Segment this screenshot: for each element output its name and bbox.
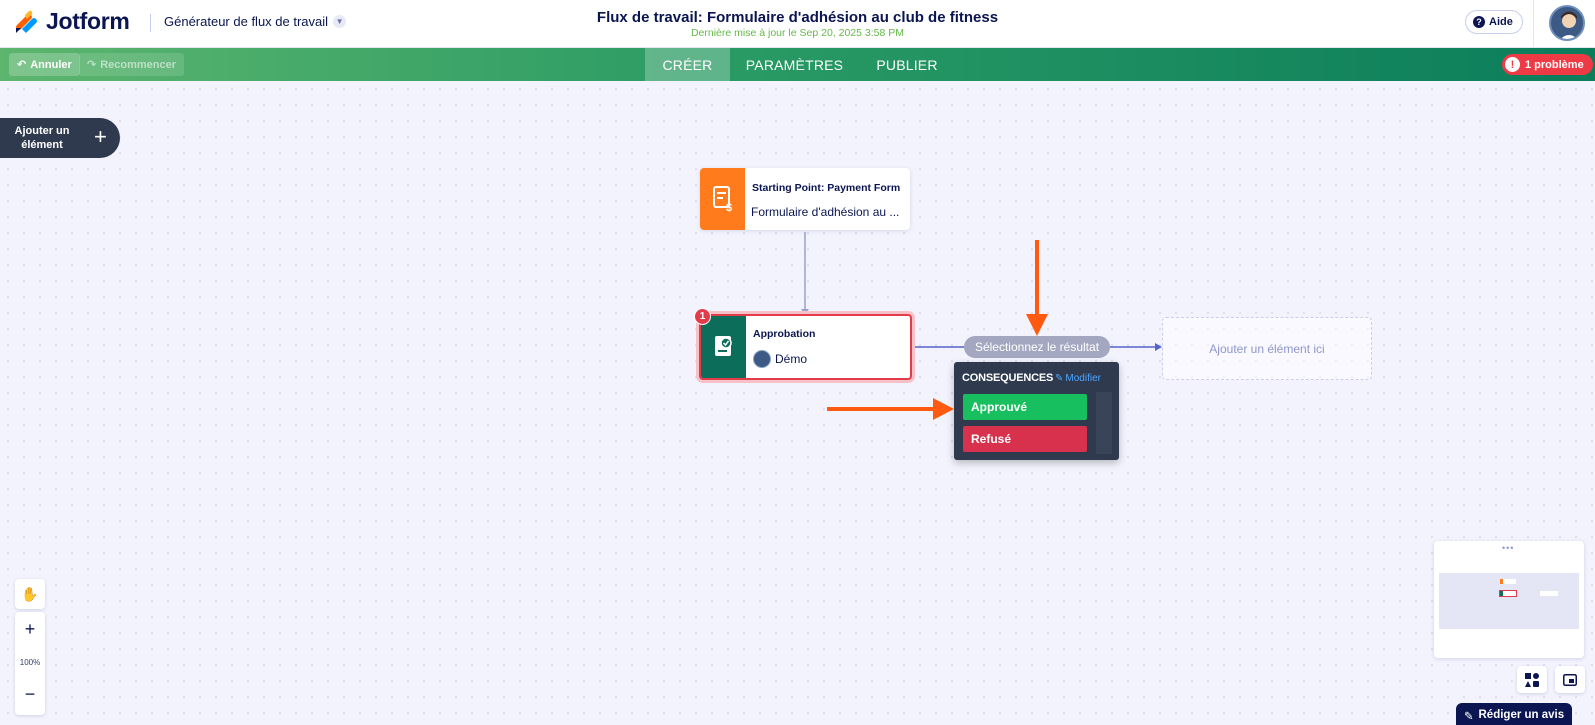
hand-icon: ✋ <box>21 585 39 602</box>
minimap-placeholder-node <box>1540 591 1558 596</box>
pencil-icon: ✎ <box>1055 373 1064 384</box>
zoom-level: 100% <box>19 658 41 667</box>
approval-node[interactable]: Approbation Démo <box>699 314 912 380</box>
minimap[interactable]: ••• <box>1434 541 1584 658</box>
builder-toolbar: ↶ Annuler ↷ Recommencer CRÉER PARAMÈTRES… <box>0 48 1595 81</box>
tab-creer[interactable]: CRÉER <box>645 48 730 81</box>
outcome-rejected[interactable]: Refusé <box>963 426 1087 452</box>
builder-select[interactable]: Générateur de flux de travail ▼ <box>164 14 347 29</box>
zoom-out-button[interactable]: − <box>24 684 36 704</box>
approval-assignee: Démo <box>775 352 808 366</box>
undo-label: Annuler <box>30 58 72 71</box>
edit-outcomes-link[interactable]: ✎ Modifier <box>1055 373 1101 384</box>
start-node-form-name: Formulaire d'adhésion au ... <box>751 205 900 219</box>
chevron-down-icon: ▼ <box>333 15 347 28</box>
redo-label: Recommencer <box>100 58 177 71</box>
payment-form-icon-tile: $ <box>700 168 745 230</box>
avatar[interactable] <box>1549 5 1585 41</box>
pan-tool-button[interactable]: ✋ <box>15 579 45 609</box>
add-element-placeholder[interactable]: Ajouter un élément ici <box>1162 317 1372 380</box>
zoom-controls: + 100% − <box>15 612 45 715</box>
redo-button[interactable]: ↷ Recommencer <box>79 53 185 76</box>
app-header: Jotform Générateur de flux de travail ▼ … <box>0 0 1595 48</box>
review-label: Rédiger un avis <box>1478 709 1565 721</box>
add-element-label: Ajouter un élément <box>14 125 70 151</box>
payment-form-icon: $ <box>713 186 732 214</box>
zoom-in-button[interactable]: + <box>24 619 36 639</box>
outcome-approved[interactable]: Approuvé <box>963 394 1087 420</box>
outcomes-scrollbar[interactable] <box>1096 392 1112 454</box>
start-node-title: Starting Point: Payment Form <box>752 182 901 194</box>
drag-handle-icon[interactable]: ••• <box>1502 543 1515 553</box>
help-label: Aide <box>1489 16 1513 28</box>
svg-text:$: $ <box>726 202 732 214</box>
tab-publier[interactable]: PUBLIER <box>876 56 938 73</box>
tab-parametres[interactable]: PARAMÈTRES <box>745 56 844 73</box>
outcomes-heading: CONSEQUENCES <box>962 372 1054 384</box>
error-count-badge: 1 <box>694 308 711 325</box>
select-result-pill[interactable]: Sélectionnez le résultat <box>964 336 1110 358</box>
redo-icon: ↷ <box>87 59 97 71</box>
add-element-button[interactable]: Ajouter un élément + <box>0 118 120 158</box>
picture-in-picture-icon <box>1563 673 1577 686</box>
problem-badge[interactable]: ! 1 problème <box>1502 54 1593 75</box>
question-icon: ? <box>1473 16 1485 28</box>
minimap-approval-node <box>1500 591 1516 596</box>
approval-icon-tile <box>701 316 746 378</box>
start-node[interactable]: $ Starting Point: Payment Form Formulair… <box>700 168 910 230</box>
minimap-start-node <box>1500 579 1516 584</box>
brand-name: Jotform <box>46 8 130 34</box>
jotform-logo-icon <box>16 10 37 33</box>
builder-select-label: Générateur de flux de travail <box>164 14 329 29</box>
minimap-toggle-button[interactable] <box>1555 666 1585 693</box>
alert-icon: ! <box>1505 57 1520 72</box>
avatar-portrait-icon <box>1560 11 1578 39</box>
approval-doc-icon <box>715 336 732 356</box>
undo-button[interactable]: ↶ Annuler <box>9 53 80 76</box>
review-icon: ✎ <box>1463 711 1474 723</box>
help-button[interactable]: ? Aide <box>1465 10 1523 34</box>
plus-icon: + <box>94 124 107 149</box>
write-review-button[interactable]: ✎ Rédiger un avis <box>1456 703 1572 725</box>
apps-icon <box>1525 672 1539 687</box>
edit-outcomes-label: Modifier <box>1065 373 1101 384</box>
approval-node-title: Approbation <box>753 328 816 340</box>
header-divider-right <box>1533 0 1534 48</box>
header-divider <box>150 14 151 32</box>
assignee-avatar <box>753 350 771 368</box>
outcomes-dropdown: CONSEQUENCES ✎ Modifier Approuvé Refusé <box>954 362 1119 460</box>
elements-panel-button[interactable] <box>1517 666 1547 693</box>
jotform-logo[interactable]: Jotform <box>14 8 130 35</box>
undo-icon: ↶ <box>17 59 27 71</box>
problem-label: 1 problème <box>1525 58 1584 71</box>
